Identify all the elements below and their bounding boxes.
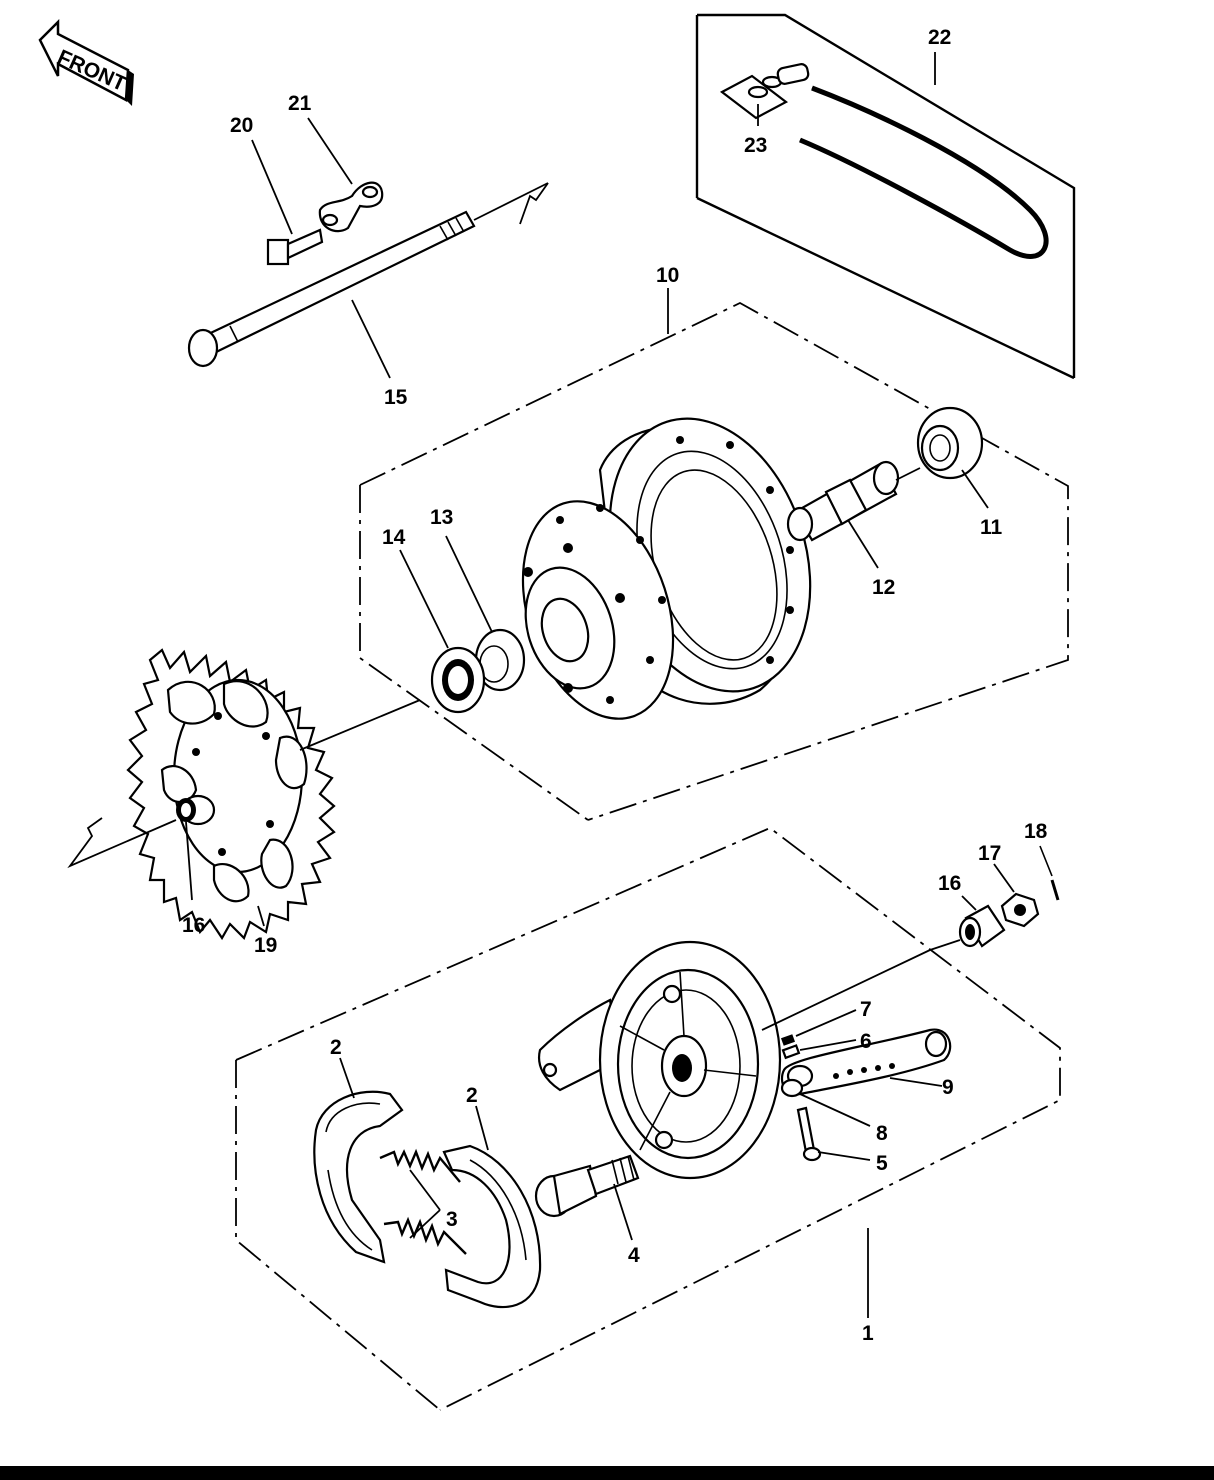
- wheel-hub-group: [359, 288, 1069, 821]
- drive-chain-part: [799, 85, 1049, 259]
- callout-10: 10: [656, 264, 679, 287]
- callout-2a: 2: [330, 1036, 342, 1059]
- chain-box-edge-top: [697, 13, 1076, 378]
- callout-15: 15: [384, 386, 408, 409]
- callout-20: 20: [230, 114, 253, 137]
- oil-seal-14-part: [399, 549, 486, 714]
- brake-panel-group: [235, 826, 1061, 1411]
- brake-panel-part: [537, 940, 782, 1180]
- bracket-21-part: [307, 117, 384, 233]
- cotter-pin-18-part: [1039, 845, 1060, 901]
- axle-group: [187, 117, 549, 379]
- callout-16b: 16: [938, 872, 961, 895]
- callout-11: 11: [980, 516, 1003, 539]
- spacer-16b-part: [929, 895, 1006, 951]
- shoe-springs-3-part: [379, 1148, 467, 1255]
- brake-camshaft-4-part: [534, 1154, 640, 1241]
- bolt-5-part: [796, 1106, 871, 1162]
- callout-labels: 1 2 2 3 4 5 6 7 8 9 10 11 12 13 14 15 16…: [182, 26, 1048, 1345]
- callout-1: 1: [862, 1322, 874, 1345]
- callout-14: 14: [382, 526, 406, 549]
- spacer-12-part: [786, 460, 921, 569]
- bearing-11-part: [916, 406, 989, 509]
- rear-hub-part: [521, 417, 812, 720]
- callout-2b: 2: [466, 1084, 478, 1107]
- callout-3: 3: [446, 1208, 458, 1231]
- callout-19: 19: [254, 934, 277, 957]
- bottom-border-band: [0, 1466, 1214, 1480]
- brake-box-edge-left: [235, 1060, 441, 1411]
- callout-12: 12: [872, 576, 895, 599]
- brake-box-edge-right: [235, 826, 1061, 1411]
- callout-4: 4: [628, 1244, 640, 1267]
- callout-5: 5: [876, 1152, 888, 1175]
- master-link-part: [719, 63, 810, 126]
- brake-shoe-2a-part: [313, 1057, 404, 1264]
- spacer-16a-part: [176, 794, 216, 826]
- axle-nut-17-part: [993, 863, 1040, 928]
- rear-sprocket-group: [67, 648, 421, 941]
- rear-axle-part: [187, 210, 476, 368]
- bolt-20-part: [251, 139, 324, 266]
- front-arrow-badge: FRONT: [38, 18, 134, 106]
- lever-fasteners-part: [780, 1009, 871, 1127]
- brake-shoe-2b-part: [442, 1105, 542, 1309]
- callout-23: 23: [744, 134, 767, 157]
- callout-13: 13: [430, 506, 453, 529]
- hub-box-edge-left: [359, 485, 589, 821]
- rear-sprocket-part: [126, 648, 336, 941]
- callout-9: 9: [942, 1076, 954, 1099]
- callout-6: 6: [860, 1030, 872, 1053]
- callout-21: 21: [288, 92, 312, 115]
- callout-17: 17: [978, 842, 1001, 865]
- chain-box-edge-bottom: [696, 196, 1075, 380]
- axle-nut-group: [929, 845, 1060, 951]
- callout-16a: 16: [182, 914, 205, 937]
- hub-box-edge-right: [359, 301, 1069, 821]
- callout-8: 8: [876, 1122, 888, 1145]
- callout-18: 18: [1024, 820, 1048, 843]
- callout-22: 22: [928, 26, 951, 49]
- callout-7: 7: [860, 998, 872, 1021]
- chain-assembly-group: [695, 13, 1076, 380]
